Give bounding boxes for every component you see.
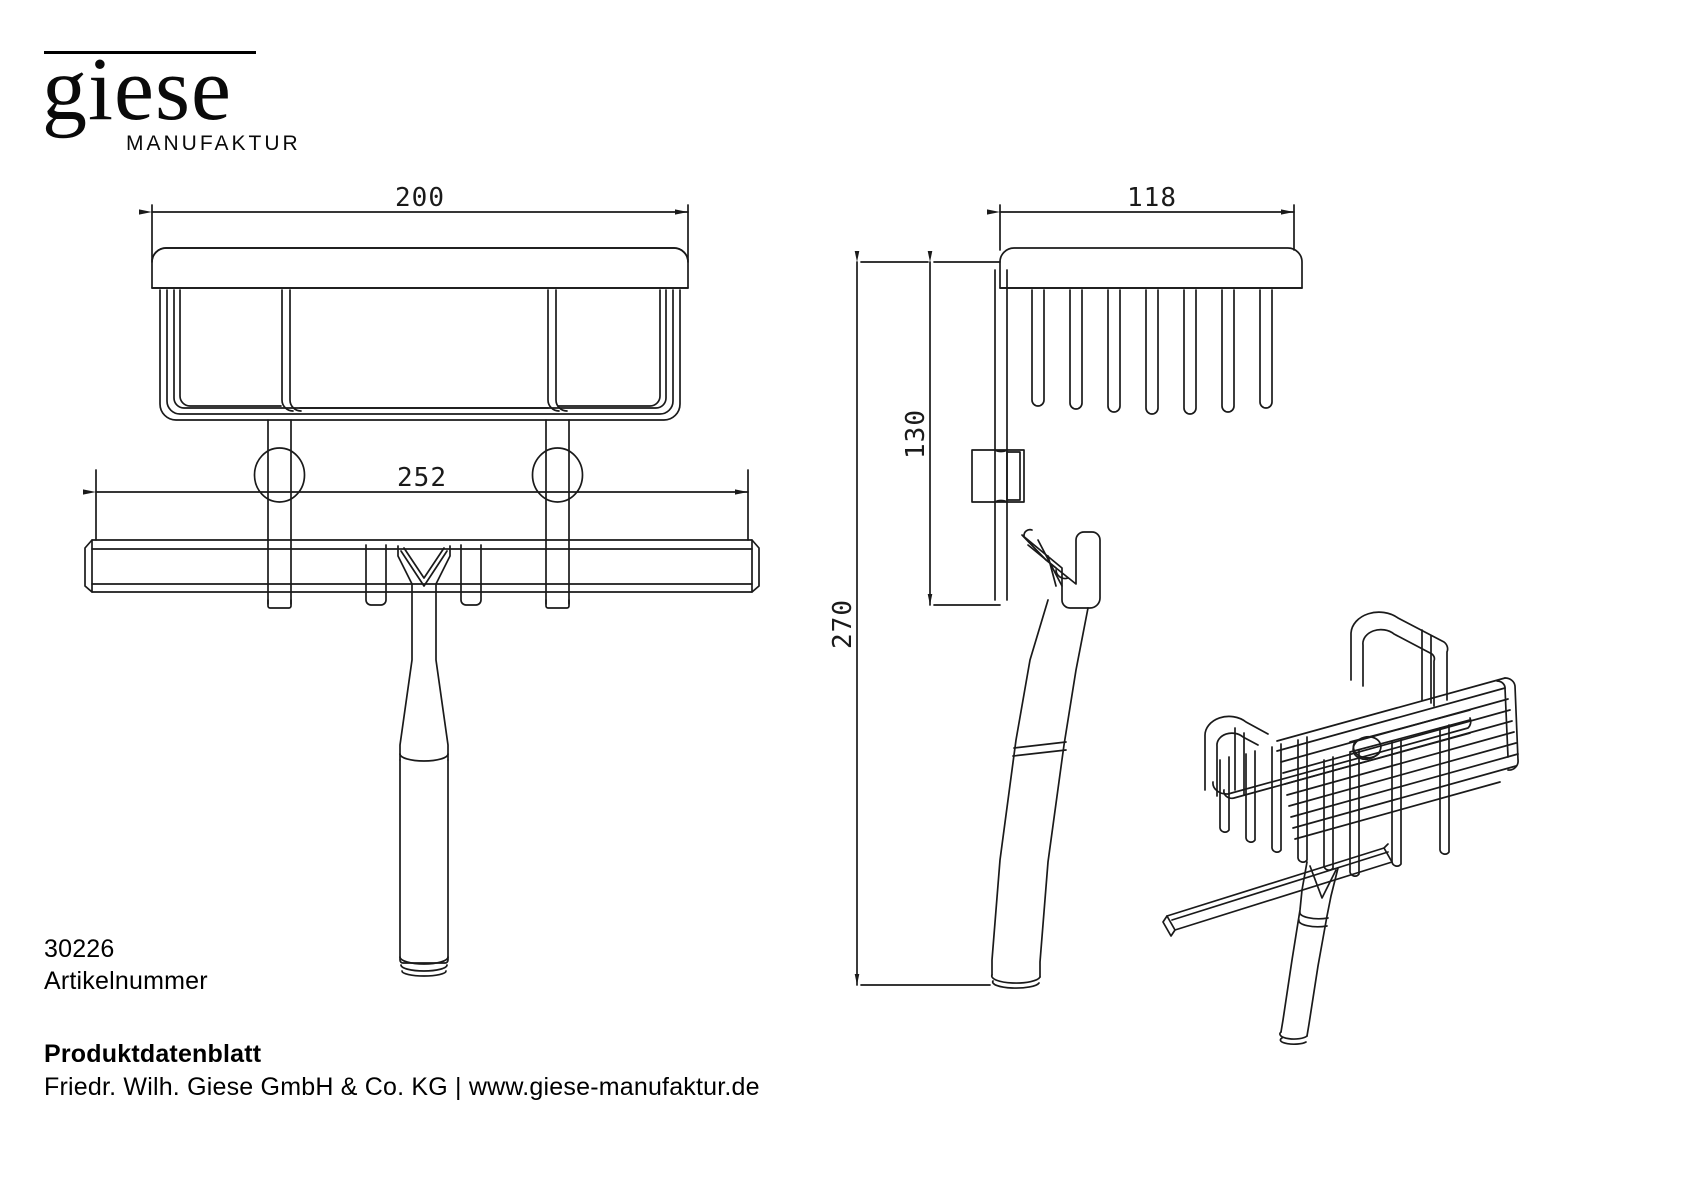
article-number-label: Artikelnummer xyxy=(44,967,208,995)
logo-rule xyxy=(44,51,256,54)
dimension-label-252: 252 xyxy=(397,463,447,493)
footer-title: Produktdatenblatt xyxy=(44,1040,262,1068)
article-number: 30226 xyxy=(44,935,115,963)
dimension-200 xyxy=(139,204,689,261)
dimension-130 xyxy=(927,251,1001,606)
dimension-label-118: 118 xyxy=(1127,183,1177,213)
front-elevation-view xyxy=(83,204,760,977)
isometric-perspective-view xyxy=(1162,611,1519,1046)
footer-company: Friedr. Wilh. Giese GmbH & Co. KG | www.… xyxy=(44,1073,760,1101)
dimension-270 xyxy=(854,251,991,986)
brand-name: giese xyxy=(42,40,232,139)
brand-logo: giese MANUFAKTUR xyxy=(42,40,298,156)
dimension-252 xyxy=(83,469,749,541)
dimension-118 xyxy=(987,204,1295,251)
dimension-label-270: 270 xyxy=(828,599,858,649)
side-elevation-view xyxy=(854,204,1303,989)
dimension-label-200: 200 xyxy=(395,183,445,213)
dimension-label-130: 130 xyxy=(901,409,931,459)
brand-tagline: MANUFAKTUR xyxy=(126,132,301,155)
